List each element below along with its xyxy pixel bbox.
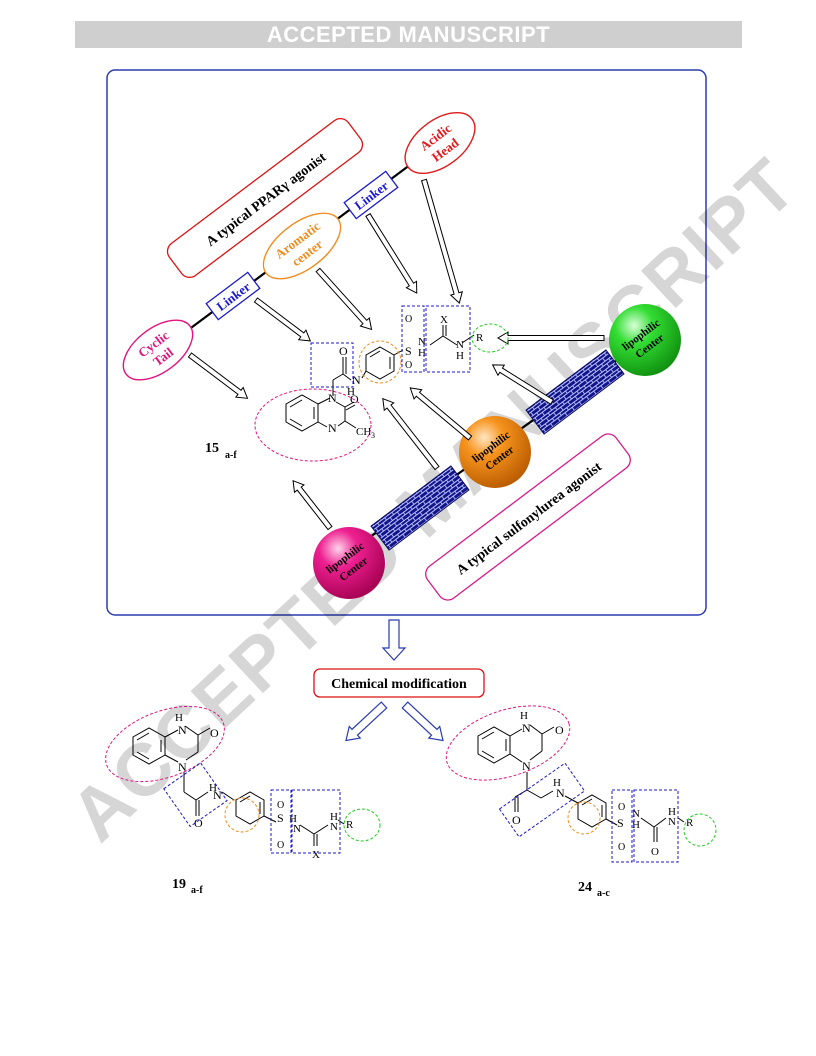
banner-text: ACCEPTED MANUSCRIPT	[266, 22, 551, 47]
svg-text:3: 3	[371, 431, 375, 440]
compound-15-sub: a-f	[225, 450, 237, 461]
svg-text:N: N	[293, 823, 301, 835]
compound-24-label: 24	[578, 880, 592, 895]
svg-text:N: N	[213, 788, 222, 802]
svg-text:O: O	[277, 800, 284, 811]
svg-text:O: O	[194, 816, 203, 830]
svg-text:N: N	[328, 421, 337, 435]
compound-15-outlines	[254, 305, 509, 462]
figure-frame	[106, 69, 707, 616]
compound-15-atoms: N O N CH 3 O N H O S O N H X N H R	[328, 314, 484, 440]
svg-text:N: N	[178, 723, 187, 737]
branch-arrows	[345, 701, 444, 742]
svg-text:R: R	[346, 819, 354, 831]
svg-text:H: H	[330, 811, 338, 823]
svg-text:N: N	[330, 821, 338, 833]
lipophilic-center-green: lipophilic Center	[609, 304, 681, 376]
svg-text:X: X	[312, 849, 320, 861]
svg-text:H: H	[553, 777, 561, 789]
svg-text:N: N	[328, 391, 337, 405]
svg-text:N: N	[522, 721, 531, 735]
compound-19-label: 19	[172, 877, 186, 892]
brick-linker-2	[525, 349, 625, 435]
svg-text:O: O	[350, 392, 359, 406]
svg-text:N: N	[668, 816, 676, 828]
svg-text:O: O	[555, 723, 564, 737]
svg-text:N: N	[178, 760, 187, 774]
svg-text:H: H	[632, 819, 640, 831]
svg-text:O: O	[339, 344, 348, 358]
brick-linker-1	[370, 465, 470, 551]
svg-text:H: H	[175, 712, 183, 724]
svg-text:N: N	[456, 339, 464, 351]
svg-text:O: O	[618, 802, 625, 813]
svg-text:S: S	[405, 344, 412, 358]
linker-box-1: Linker	[205, 271, 261, 321]
sulfonylurea-arrows	[292, 331, 605, 531]
svg-text:H: H	[289, 813, 297, 825]
svg-text:O: O	[277, 840, 284, 851]
linker-box-2: Linker	[343, 170, 399, 220]
svg-text:O: O	[651, 846, 659, 858]
accepted-manuscript-banner: ACCEPTED MANUSCRIPT	[75, 21, 742, 48]
cyclic-tail-ellipse: Cyclic Tail	[122, 319, 194, 381]
svg-text:H: H	[418, 347, 426, 359]
svg-text:N: N	[522, 759, 531, 773]
compound-24-structure	[477, 724, 685, 842]
svg-text:H: H	[668, 806, 676, 818]
compound-24-sub: a-c	[597, 888, 610, 899]
compound-24-outlines	[445, 705, 717, 863]
svg-text:R: R	[686, 817, 694, 829]
svg-text:S: S	[277, 811, 284, 825]
lipophilic-center-pink: lipophilic Center	[313, 527, 385, 599]
svg-text:H: H	[520, 710, 528, 722]
lipophilic-center-orange: lipophilic Center	[459, 416, 531, 488]
svg-text:CH: CH	[356, 426, 371, 438]
svg-text:H: H	[209, 782, 217, 794]
chemical-modification-label: Chemical modification	[331, 677, 467, 692]
down-arrow	[381, 619, 407, 661]
svg-text:X: X	[440, 314, 448, 326]
compound-19-structure	[132, 725, 345, 846]
svg-text:N: N	[418, 336, 426, 348]
acidic-head-ellipse: Acidic Head	[404, 112, 476, 174]
compound-19-outlines	[105, 705, 381, 854]
ppar-arrows	[187, 178, 464, 399]
svg-text:O: O	[512, 813, 521, 827]
svg-text:O: O	[618, 842, 625, 853]
compound-19-sub: a-f	[191, 885, 203, 896]
compound-15-label: 15	[205, 441, 219, 456]
compound-19-atoms: H N O N O H N S O O H N X H N R	[175, 712, 354, 861]
svg-text:O: O	[405, 314, 412, 325]
svg-text:S: S	[617, 816, 624, 830]
svg-text:R: R	[476, 332, 484, 344]
svg-text:O: O	[405, 360, 412, 371]
svg-text:N: N	[632, 808, 640, 820]
svg-text:N: N	[556, 786, 565, 800]
compound-15-structure	[285, 325, 475, 432]
svg-text:H: H	[347, 386, 355, 398]
compound-24-atoms: H N O N O H N S O O N H O H N R	[512, 710, 694, 858]
svg-text:N: N	[352, 373, 361, 387]
chemical-modification-box	[313, 668, 485, 698]
svg-text:H: H	[456, 350, 464, 362]
svg-text:O: O	[210, 726, 219, 740]
